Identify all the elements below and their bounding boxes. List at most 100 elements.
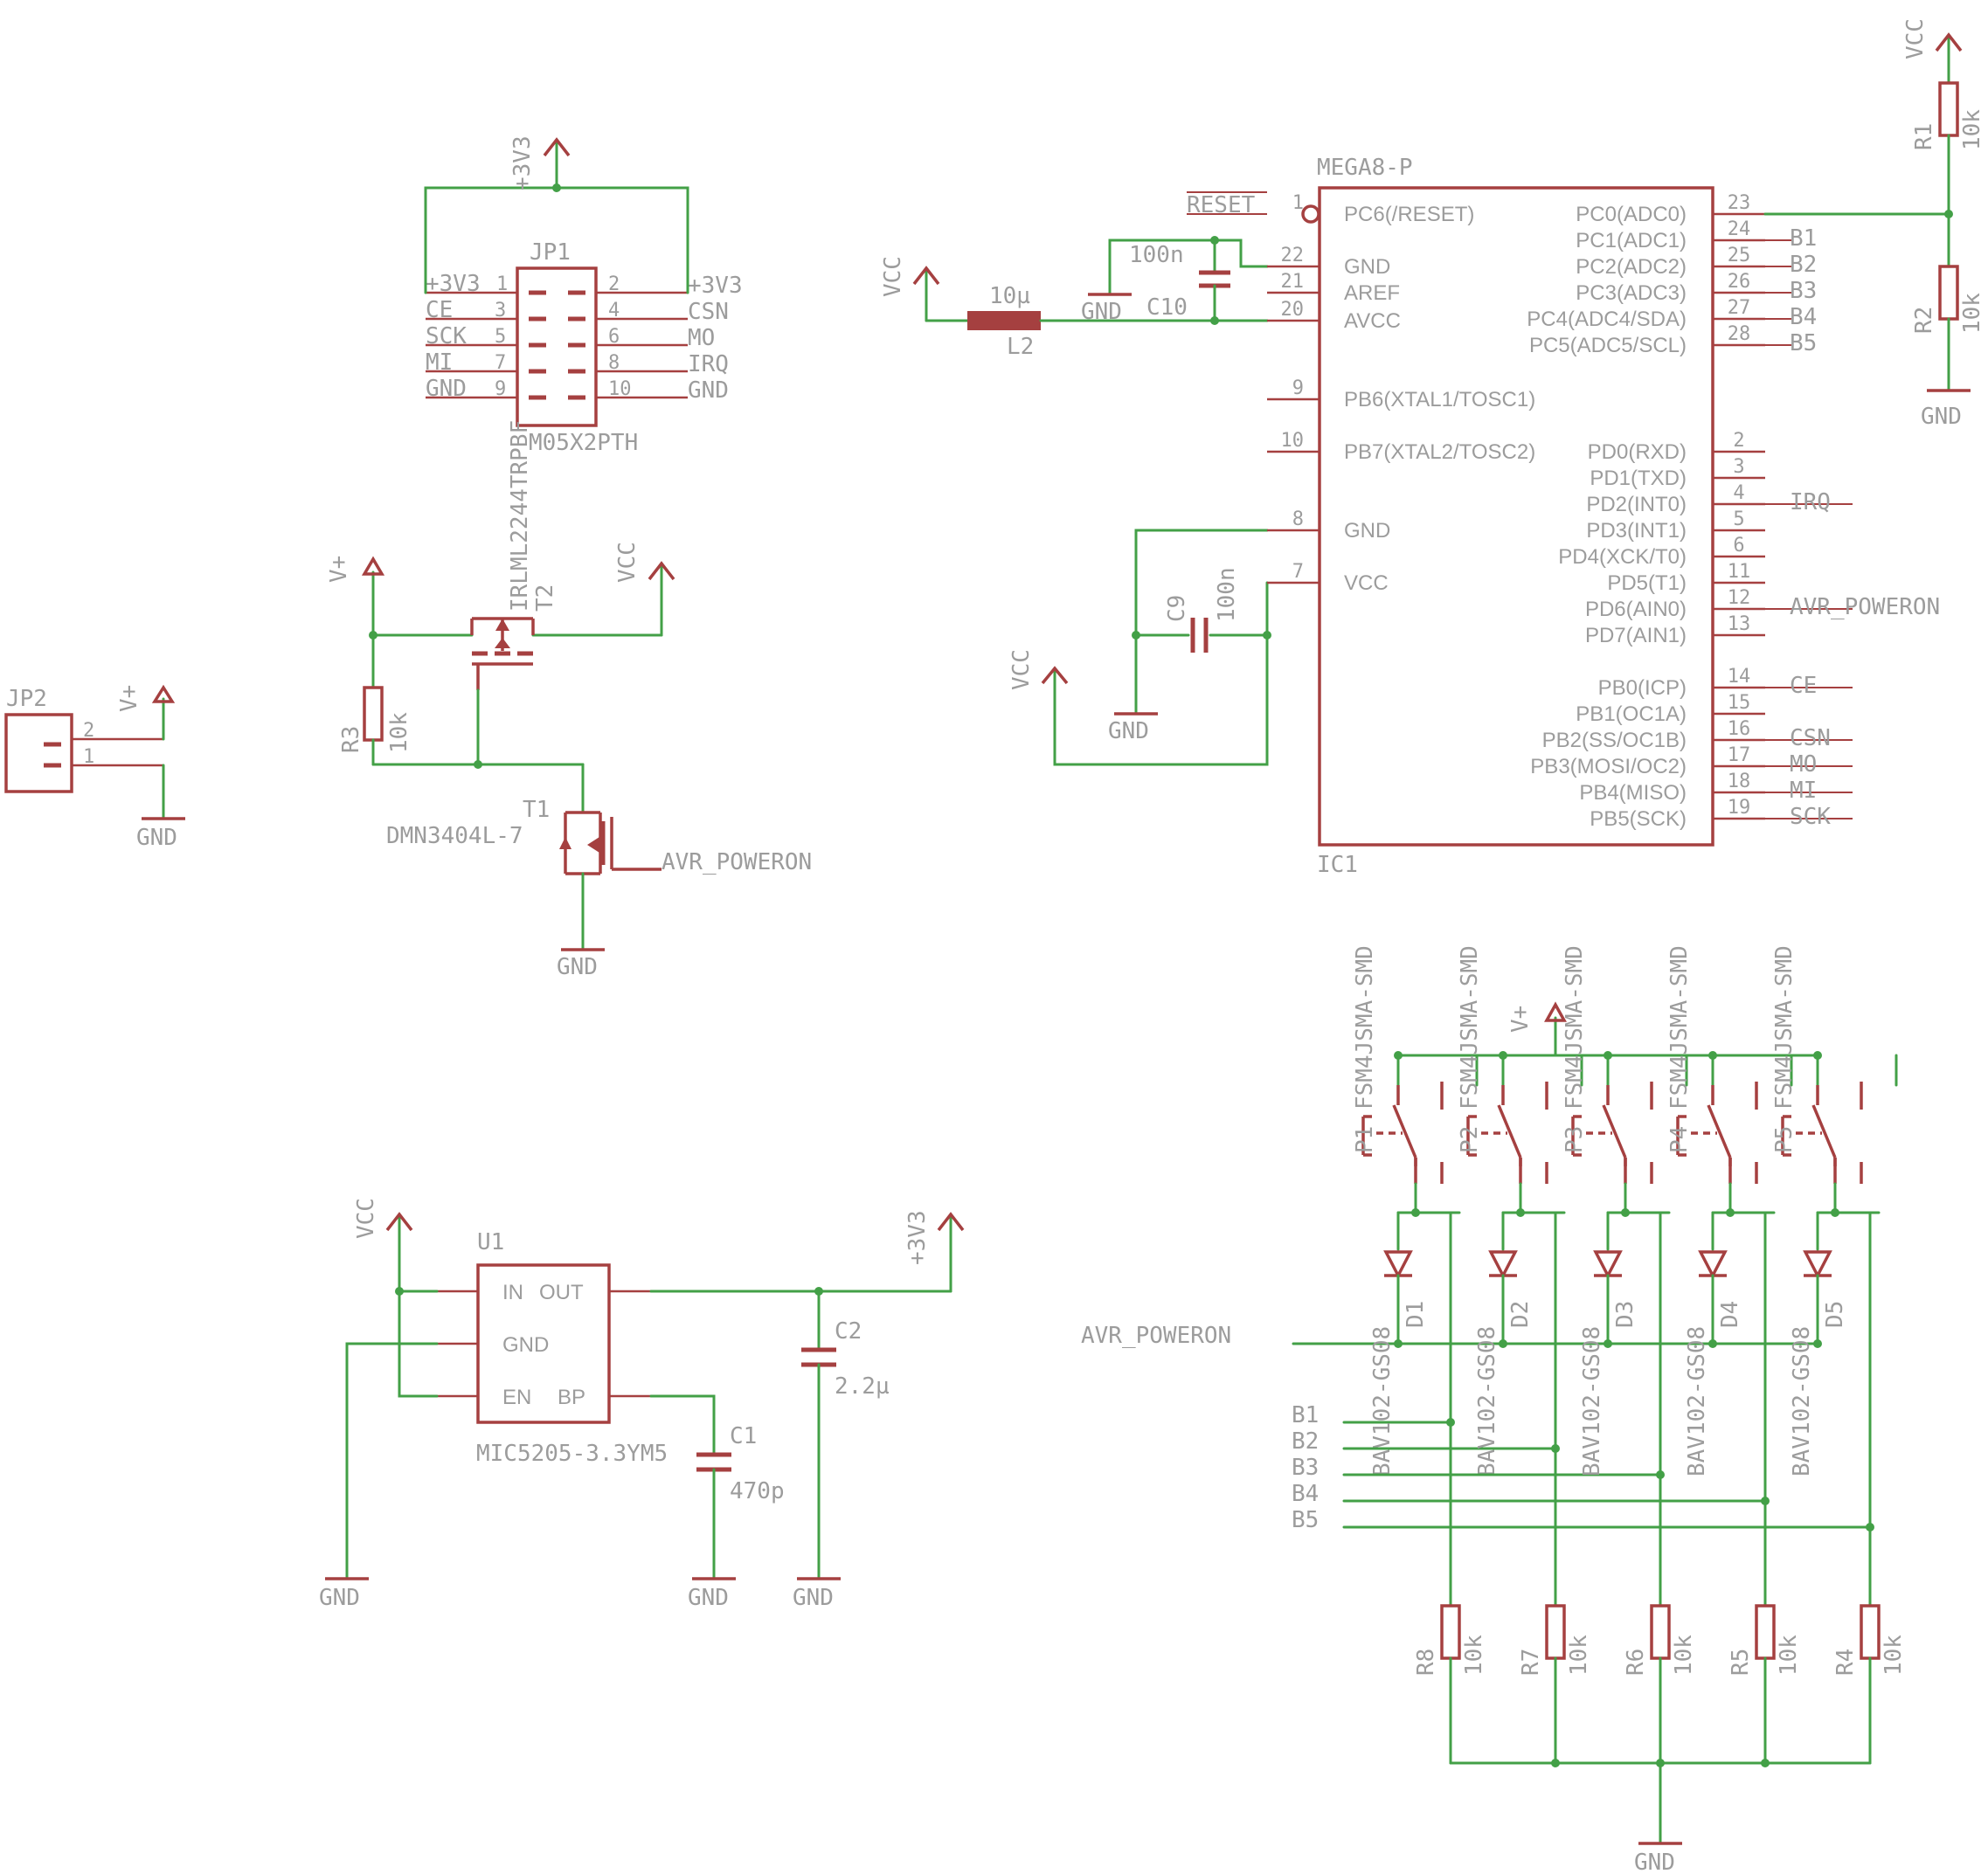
- ic1-pin-label: PB5(SCK): [1590, 807, 1687, 831]
- ic1-pin-number: 20: [1281, 299, 1305, 321]
- pulldown-value: 10k: [1671, 1635, 1697, 1676]
- ic1-pin-number: 28: [1728, 323, 1751, 345]
- ic1-pin-label: PB6(XTAL1/TOSC1): [1344, 388, 1535, 411]
- button-matrix: V+ AVR_POWERON B1 B2 B3 B4 B5 GND P1FSM4…: [1081, 945, 1907, 1874]
- pulldown-name: R6: [1623, 1649, 1649, 1676]
- pulldown-value: 10k: [1566, 1635, 1592, 1676]
- ic1-pin-label: PB1(OC1A): [1576, 702, 1687, 726]
- u1-en: EN: [502, 1386, 531, 1409]
- jp1-l3-pin: 5: [495, 326, 506, 348]
- ic1-pin-number: 12: [1728, 587, 1751, 609]
- reset-label: RESET: [1187, 192, 1256, 218]
- c9-gnd: GND: [1108, 718, 1149, 744]
- jp1-l2-net: CE: [426, 297, 453, 323]
- diode-name: D5: [1822, 1301, 1848, 1328]
- ic1-pin-label: PC5(ADC5/SCL): [1529, 334, 1687, 357]
- u1-out: OUT: [539, 1281, 584, 1304]
- ic1-value: MEGA8-P: [1317, 155, 1413, 181]
- ic1-pin-label: PD0(RXD): [1588, 440, 1687, 464]
- button-value: FSM4JSMA-SMD: [1666, 945, 1693, 1110]
- r1-name: R1: [1911, 123, 1937, 150]
- c9-name: C9: [1164, 595, 1190, 622]
- ic1-pin-label: AVCC: [1344, 309, 1401, 333]
- c2-name: C2: [835, 1318, 862, 1345]
- ic1-net-label: AVR_POWERON: [1790, 594, 1940, 620]
- t1-net: AVR_POWERON: [662, 849, 812, 875]
- ic1-pin-label: PC2(ADC2): [1576, 255, 1687, 279]
- ic1-mega8: MEGA8-P IC1 PC6(/RESET)1GND22AREF21AVCC2…: [1267, 155, 1950, 878]
- c10-gnd: GND: [1081, 299, 1122, 325]
- button-name: P4: [1666, 1126, 1693, 1153]
- r3-name: R3: [338, 726, 364, 753]
- ic1-pin-number: 18: [1728, 771, 1751, 792]
- ic1-pin-label: PC3(ADC3): [1576, 281, 1687, 305]
- ic1-pin-label: PB0(ICP): [1598, 676, 1687, 700]
- c1-value: 470p: [730, 1478, 785, 1504]
- jp1-3v3-label: +3V3: [509, 135, 536, 190]
- ic1-pin-label: GND: [1344, 255, 1390, 279]
- t1-name: T1: [523, 797, 550, 823]
- jp1-r1-pin: 2: [608, 273, 620, 295]
- jp1-l4-pin: 7: [495, 352, 506, 374]
- ic1-pin-number: 13: [1728, 613, 1751, 635]
- ic1-pin-label: GND: [1344, 519, 1390, 543]
- ic1-pin-label: PC4(ADC4/SDA): [1527, 308, 1687, 331]
- u1-gnd-sym: GND: [319, 1585, 360, 1611]
- r1-value: 10k: [1959, 109, 1985, 150]
- jp2-name: JP2: [6, 686, 47, 712]
- power-switch: V+ T2 IRLML2244TRPBF VCC R3 10k: [326, 420, 812, 980]
- jp1-l3-net: SCK: [426, 323, 467, 349]
- ic1-pin-number: 11: [1728, 561, 1751, 583]
- jp1-r2-pin: 4: [608, 300, 620, 322]
- jp2-vplus: V+: [116, 685, 142, 712]
- avcc-vcc: VCC: [880, 256, 906, 297]
- ic1-net-label: B1: [1790, 225, 1817, 252]
- t2-value: IRLML2244TRPBF: [507, 420, 533, 612]
- ic1-pin-number: 23: [1728, 192, 1751, 214]
- ic1-pin-number: 4: [1733, 482, 1744, 504]
- ic1-net-label: CSN: [1790, 725, 1831, 751]
- t1-gnd: GND: [557, 954, 598, 980]
- ic1-pin-label: PB7(XTAL2/TOSC2): [1344, 440, 1535, 464]
- ic1-pin-number: 22: [1281, 245, 1305, 266]
- ic1-pin-number: 3: [1733, 456, 1744, 478]
- jp2-connector: JP2 2 1 V+ GND: [4, 685, 185, 851]
- ic1-pin-label: PD3(INT1): [1586, 519, 1687, 543]
- u1-gnd: GND: [502, 1333, 549, 1357]
- pulldown-gnd: GND: [1634, 1850, 1675, 1874]
- jp1-r1-net: +3V3: [688, 273, 743, 299]
- ic1-pin-number: 15: [1728, 692, 1751, 714]
- ic1-net-label: B3: [1790, 278, 1817, 304]
- ic1-pin-number: 24: [1728, 218, 1751, 240]
- ic1-pin-number: 9: [1292, 377, 1304, 399]
- diode-name: D3: [1612, 1301, 1638, 1328]
- bus-b2: B2: [1292, 1428, 1319, 1455]
- jp1-l5-net: GND: [426, 376, 467, 402]
- button-name: P1: [1352, 1126, 1378, 1153]
- bus-b3: B3: [1292, 1455, 1319, 1481]
- ic1-net-label: B4: [1790, 304, 1817, 330]
- diode-name: D1: [1403, 1301, 1429, 1328]
- jp1-r3-pin: 6: [608, 326, 620, 348]
- diode-value: BAV102-GS08: [1789, 1326, 1815, 1476]
- c9-vcc: VCC: [1008, 649, 1035, 690]
- diode-value: BAV102-GS08: [1369, 1326, 1396, 1476]
- ic1-pin-label: PB4(MISO): [1579, 781, 1687, 805]
- ic1-pin-label: PD4(XCK/T0): [1558, 545, 1687, 569]
- u1-bp: BP: [558, 1386, 585, 1409]
- ic1-net-label: SCK: [1790, 804, 1831, 830]
- jp1-r5-pin: 10: [608, 378, 632, 400]
- ic1-pin-number: 10: [1281, 430, 1305, 452]
- ic1-net-label: B2: [1790, 252, 1817, 278]
- ic1-pin-label: PD7(AIN1): [1585, 624, 1687, 647]
- t1-value: DMN3404L-7: [386, 823, 523, 849]
- ic1-pin-number: 2: [1733, 430, 1744, 452]
- l2-name: L2: [1007, 334, 1034, 360]
- ic1-pin-number: 17: [1728, 744, 1751, 766]
- diode-value: BAV102-GS08: [1474, 1326, 1500, 1476]
- u1-3v3: +3V3: [904, 1210, 931, 1265]
- avr-poweron-label: AVR_POWERON: [1081, 1323, 1231, 1349]
- jp2-pin2: 2: [83, 720, 94, 742]
